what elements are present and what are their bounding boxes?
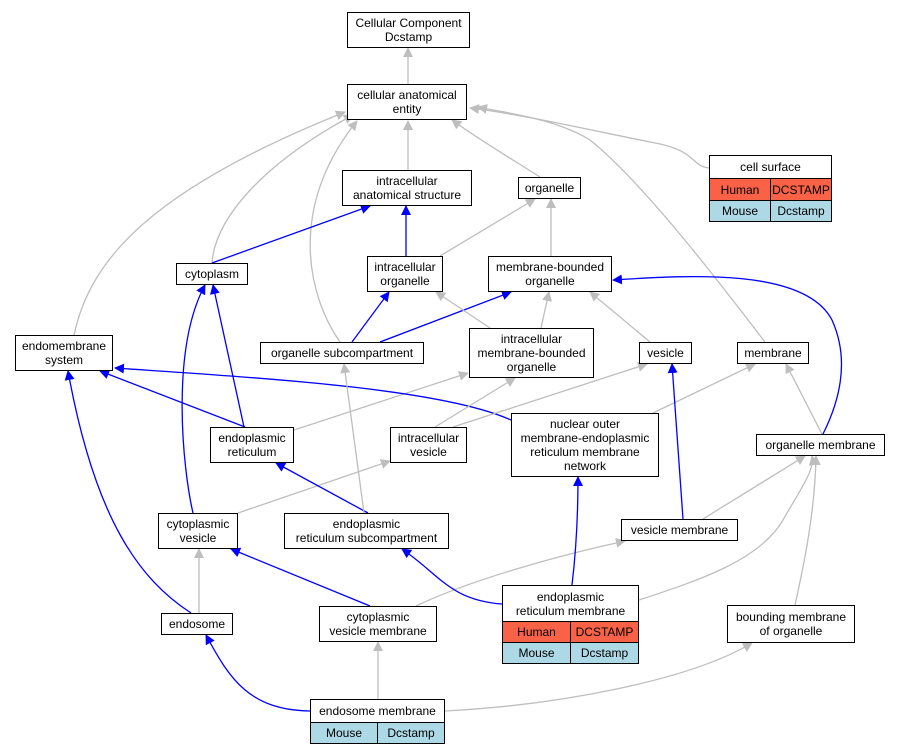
edge-cytoplasm-ias	[211, 204, 371, 264]
edge-nuclear-membrane	[652, 363, 756, 414]
edge-endomem-bmo	[444, 642, 753, 712]
node-organelle-membrane[interactable]: organelle membrane	[756, 434, 885, 456]
species-cell-mouse: Mouse	[311, 723, 377, 743]
edge-nuclear-endomembrane	[114, 363, 512, 421]
node-endosome-membrane[interactable]: endosome membrane Mouse Dcstamp	[310, 699, 445, 744]
edge-cellsurface-cae	[469, 104, 710, 169]
node-title: cell surface	[740, 160, 801, 174]
edge-orgsub-mbo	[379, 290, 512, 343]
edge-ersub-orgsub	[340, 363, 365, 514]
edge-er-cytoplasm	[210, 284, 245, 428]
node-organelle[interactable]: organelle	[518, 177, 581, 199]
edge-imbo-intraorg	[435, 291, 491, 329]
edge-cytoves-cytoplasm	[181, 284, 206, 514]
gene-cell-mouse: Dcstamp	[570, 643, 638, 663]
node-vesicle-membrane[interactable]: vesicle membrane	[621, 519, 738, 541]
node-cytoplasm[interactable]: cytoplasm	[176, 263, 248, 285]
edge-orgsub-intraorg	[351, 291, 390, 343]
edge-orgmem-mbo	[612, 274, 843, 435]
species-cell-human: Human	[710, 179, 770, 200]
edge-cytoplasm-cae	[211, 114, 354, 264]
edge-bmo-orgmem	[794, 455, 821, 606]
edge-organelle-cae	[451, 119, 541, 178]
edge-intraves-imbo	[434, 377, 516, 428]
node-title: endosome membrane	[319, 704, 436, 718]
edge-vesicle-mbo	[589, 291, 651, 343]
edge-er-endomembrane	[99, 369, 246, 428]
edge-ermem-orgmem	[638, 455, 819, 601]
node-vesicle[interactable]: vesicle	[639, 342, 692, 364]
node-membrane[interactable]: membrane	[737, 342, 809, 364]
gene-cell-human: DCSTAMP	[570, 622, 638, 642]
gene-cell-mouse: Dcstamp	[770, 201, 831, 221]
edge-cvm-cytoves	[230, 547, 371, 607]
edge-cvm-vesmem	[415, 538, 626, 607]
edge-ermem-nuclear	[571, 476, 583, 586]
edge-membrane-cae	[477, 104, 766, 343]
edge-intraves-vesicle	[452, 362, 648, 428]
edge-endomembrane-cae	[73, 110, 346, 336]
edge-endosome-endomembrane	[64, 370, 192, 614]
edge-endomem-endosome	[205, 634, 311, 712]
edge-cytoves-intraves	[237, 459, 391, 514]
edge-orgsub-cae	[309, 120, 358, 343]
species-cell-human: Human	[503, 622, 570, 642]
node-endosome[interactable]: endosome	[161, 613, 233, 635]
edge-ermem-ersub	[401, 548, 503, 605]
edge-er-imbo	[293, 371, 469, 431]
edge-intraorg-organelle	[439, 198, 536, 257]
edge-orgmem-membrane	[785, 363, 823, 435]
species-cell-mouse: Mouse	[710, 201, 770, 221]
edge-ersub-er	[275, 462, 369, 514]
node-organelle-subcompartment[interactable]: organelle subcompartment	[260, 342, 424, 364]
edge-imbo-mbo	[540, 291, 552, 329]
species-cell-mouse: Mouse	[503, 643, 570, 663]
edge-vesmem-vesicle	[667, 363, 684, 520]
gene-cell-human: DCSTAMP	[770, 179, 831, 200]
gene-cell-mouse: Dcstamp	[377, 723, 444, 743]
node-cell-surface[interactable]: cell surface Human DCSTAMP Mouse Dcstamp	[709, 155, 832, 222]
edge-vesmem-orgmem	[702, 455, 806, 520]
